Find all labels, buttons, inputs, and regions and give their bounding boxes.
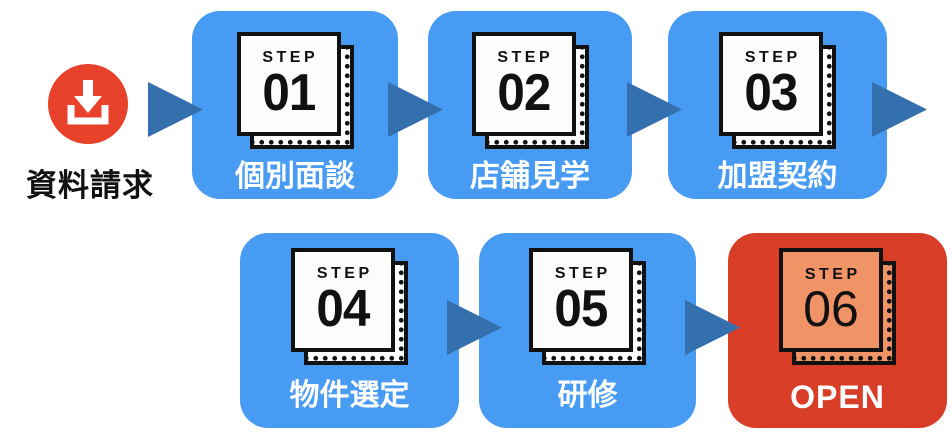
step-number: 03 bbox=[744, 63, 798, 122]
step-badge: STEP 02 bbox=[471, 32, 589, 149]
step-badge: STEP 06 bbox=[779, 248, 896, 365]
step-number: 04 bbox=[316, 279, 370, 338]
step-card-04: STEP 04 物件選定 bbox=[240, 233, 459, 428]
step-name: 店舗見学 bbox=[470, 160, 590, 193]
step-card-05: STEP 05 研修 bbox=[479, 233, 696, 428]
step-badge-face: STEP 05 bbox=[529, 248, 633, 352]
step-badge-face: STEP 03 bbox=[719, 32, 823, 136]
step-number: 06 bbox=[803, 280, 859, 337]
step-word: STEP bbox=[744, 48, 801, 66]
step-badge: STEP 01 bbox=[236, 32, 354, 149]
step-card-02: STEP 02 店舗見学 bbox=[428, 11, 632, 199]
step-name: 加盟契約 bbox=[717, 160, 838, 193]
step-badge-face: STEP 06 bbox=[779, 248, 883, 352]
step-name: 研修 bbox=[557, 379, 618, 412]
step-badge: STEP 05 bbox=[529, 248, 646, 365]
step-word: STEP bbox=[262, 48, 319, 66]
start-label: 資料請求 bbox=[26, 168, 154, 203]
step-badge-face: STEP 02 bbox=[471, 32, 576, 136]
step-number: 05 bbox=[554, 279, 608, 338]
step-word: STEP bbox=[316, 264, 373, 282]
step-number: 02 bbox=[496, 63, 551, 122]
step-card-03: STEP 03 加盟契約 bbox=[668, 11, 887, 199]
step-badge-face: STEP 04 bbox=[291, 248, 395, 352]
step-badge-face: STEP 01 bbox=[236, 32, 341, 136]
step-number: 01 bbox=[261, 63, 316, 122]
download-icon bbox=[48, 64, 128, 144]
step-name: OPEN bbox=[790, 379, 885, 415]
step-card-01: STEP 01 個別面談 bbox=[192, 11, 398, 199]
step-word: STEP bbox=[497, 48, 554, 66]
step-word: STEP bbox=[804, 265, 861, 283]
step-badge: STEP 04 bbox=[291, 248, 408, 365]
arrow-right-icon bbox=[872, 82, 927, 137]
download-icon-svg bbox=[48, 64, 128, 144]
step-word: STEP bbox=[554, 264, 611, 282]
step-name: 個別面談 bbox=[235, 160, 355, 193]
step-name: 物件選定 bbox=[289, 379, 410, 412]
step-card-06-open: STEP 06 OPEN bbox=[728, 233, 947, 428]
step-badge: STEP 03 bbox=[719, 32, 836, 149]
